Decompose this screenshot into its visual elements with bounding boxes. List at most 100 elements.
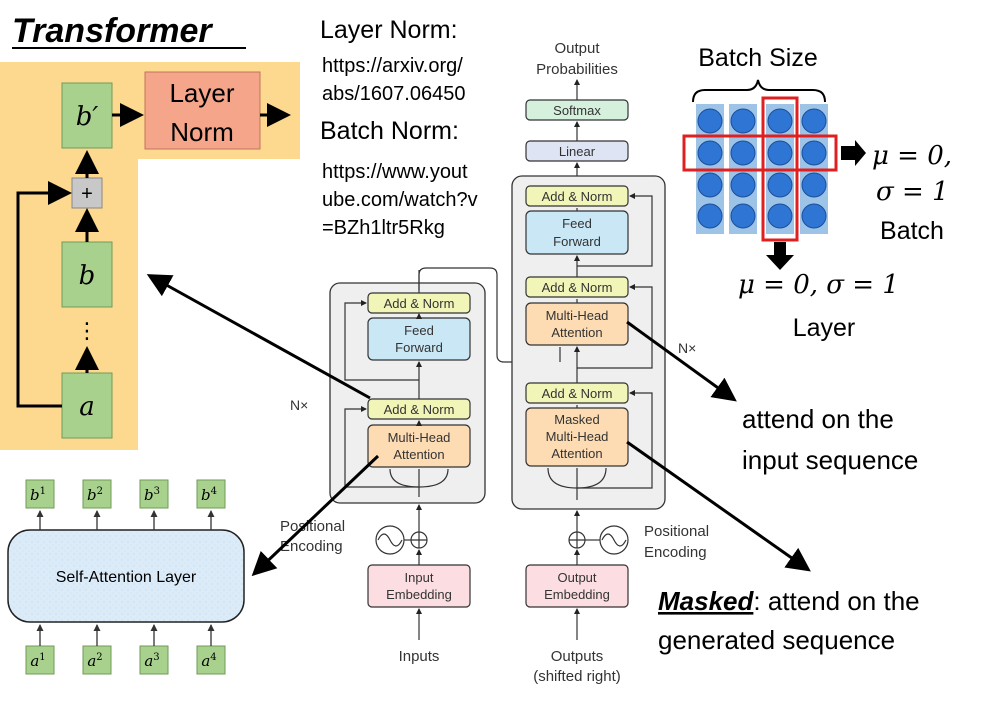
batch-dot: [730, 203, 756, 229]
encoder-mh-label-1: Multi-Head: [388, 430, 451, 445]
layer-norm-label-1: Layer: [169, 78, 234, 108]
input-a2-box: [82, 645, 112, 675]
decoder-masked-label-1: Masked: [554, 412, 600, 427]
dec-skip-1: [577, 193, 653, 267]
output-probabilities-1: Output: [554, 40, 600, 57]
enc-skip-top: [344, 300, 419, 381]
encoder-nx: N×: [290, 397, 308, 413]
plus-box: [71, 177, 103, 209]
self-attention-label: Self-Attention Layer: [56, 569, 197, 586]
batch-size-brace: [692, 79, 826, 103]
output-b4-sup: 4: [211, 486, 217, 497]
input-a3-box: [139, 645, 169, 675]
mu-sigma-bottom: μ = 0, σ = 1: [738, 270, 899, 300]
encoder-positional-2: Encoding: [280, 538, 343, 555]
batch-size-label: Batch Size: [698, 44, 818, 72]
batch-norm-ref-url-2: ube.com/watch?v: [322, 189, 478, 211]
annotations: attend on the input sequence Masked: att…: [146, 274, 920, 655]
dec-skip-2: [577, 284, 653, 369]
input-a4-box: [196, 645, 226, 675]
ellipsis: ⋮: [76, 318, 98, 343]
encoder-mh-label-2: Attention: [393, 447, 444, 462]
batch-dot: [801, 172, 827, 198]
encoder-ff-label-1: Feed: [404, 323, 434, 338]
inputs-label: Inputs: [399, 648, 440, 665]
input-embedding-label-1: Input: [405, 570, 434, 585]
generated-sequence: generated sequence: [658, 625, 895, 655]
decoder-add-norm-1-label: Add & Norm: [542, 189, 613, 204]
decoder-add-norm-3-label: Add & Norm: [542, 386, 613, 401]
b-prime-label: b′: [76, 102, 99, 132]
arrow-down-layer: [766, 242, 794, 270]
encoder-add-plus: [411, 532, 427, 548]
output-b1-sup: 1: [40, 486, 46, 497]
batch-norm-ref-url-1: https://www.yout: [322, 161, 468, 183]
decoder-add-norm-1: [525, 185, 629, 207]
batch-dot: [767, 108, 793, 134]
masked-annotation-line-1: Masked: attend on the: [658, 586, 920, 616]
batch-dot: [697, 203, 723, 229]
output-b3-box: [139, 479, 169, 509]
title-group: Transformer: [12, 12, 246, 50]
input-a1-box: [25, 645, 55, 675]
input-a2-sup: 2: [96, 652, 102, 663]
references: Layer Norm: https://arxiv.org/ abs/1607.…: [320, 16, 478, 239]
layer-norm-ref-url-1: https://arxiv.org/: [322, 55, 463, 77]
softmax-label: Softmax: [553, 103, 601, 118]
output-b4-box: [196, 479, 226, 509]
output-b2-box: [82, 479, 112, 509]
batch-dot: [697, 172, 723, 198]
residual-skip-line: [16, 181, 72, 408]
enc-qkv-arrows: [389, 468, 449, 497]
pointer-attention-to-selfattn: [251, 454, 380, 577]
output-b2-sup: 2: [97, 486, 103, 497]
batch-dot: [767, 140, 793, 166]
layer-norm-ref-url-2: abs/1607.06450: [322, 83, 465, 105]
batch-dot: [801, 203, 827, 229]
enc-skip-bottom: [344, 406, 419, 488]
dec-skip-3: [577, 390, 653, 489]
attend-input-2: input sequence: [742, 445, 918, 475]
batch-norm-ref-title: Batch Norm:: [320, 117, 459, 145]
b-box: [61, 241, 113, 308]
decoder-positional-2: Encoding: [644, 544, 707, 561]
output-b3-sup: 3: [154, 486, 160, 497]
encoder: N× Add & Norm Feed Forward Add & Norm Mu…: [280, 270, 486, 665]
batch-dot: [767, 203, 793, 229]
layer-highlight-column: [761, 96, 799, 242]
linear-label: Linear: [559, 144, 596, 159]
decoder-add-plus: [569, 532, 585, 548]
encoder-frame: [329, 282, 486, 504]
batch-norm-ref-url-3: =BZh1ltr5Rkg: [322, 217, 445, 239]
output-probabilities-2: Probabilities: [536, 61, 618, 78]
batch-grid: [696, 104, 828, 234]
outputs-label-2: (shifted right): [533, 668, 621, 685]
batch-label: Batch: [880, 217, 944, 245]
layer-norm-label-2: Norm: [170, 117, 234, 147]
b-prime-box: [61, 82, 113, 149]
dec-qkv-arrows: [547, 467, 607, 500]
pointer-addnorm-to-residual: [146, 274, 371, 400]
masked-word: Masked: [658, 586, 754, 616]
input-a1-sup: 1: [39, 652, 45, 663]
batch-dot: [730, 108, 756, 134]
decoder-sine-wave: [601, 533, 627, 547]
plus-label: +: [81, 183, 93, 205]
layer-norm-box: [144, 71, 261, 150]
a-label: a: [79, 392, 95, 422]
arrow-right-batch: [841, 140, 866, 166]
decoder-nx: N×: [678, 340, 696, 356]
attend-input-1: attend on the: [742, 404, 894, 434]
batch-highlight-row: [682, 134, 838, 172]
decoder-mh-label-2: Attention: [551, 325, 602, 340]
decoder-masked-label-3: Attention: [551, 446, 602, 461]
decoder-masked-label-2: Multi-Head: [546, 429, 609, 444]
pointer-crossattn: [626, 320, 737, 402]
batch-dot: [730, 172, 756, 198]
batch-dot: [767, 172, 793, 198]
b-label: b: [79, 261, 96, 291]
encoder-add-norm-top-label: Add & Norm: [384, 296, 455, 311]
batch-dot: [801, 140, 827, 166]
output-embedding-label-2: Embedding: [544, 587, 610, 602]
